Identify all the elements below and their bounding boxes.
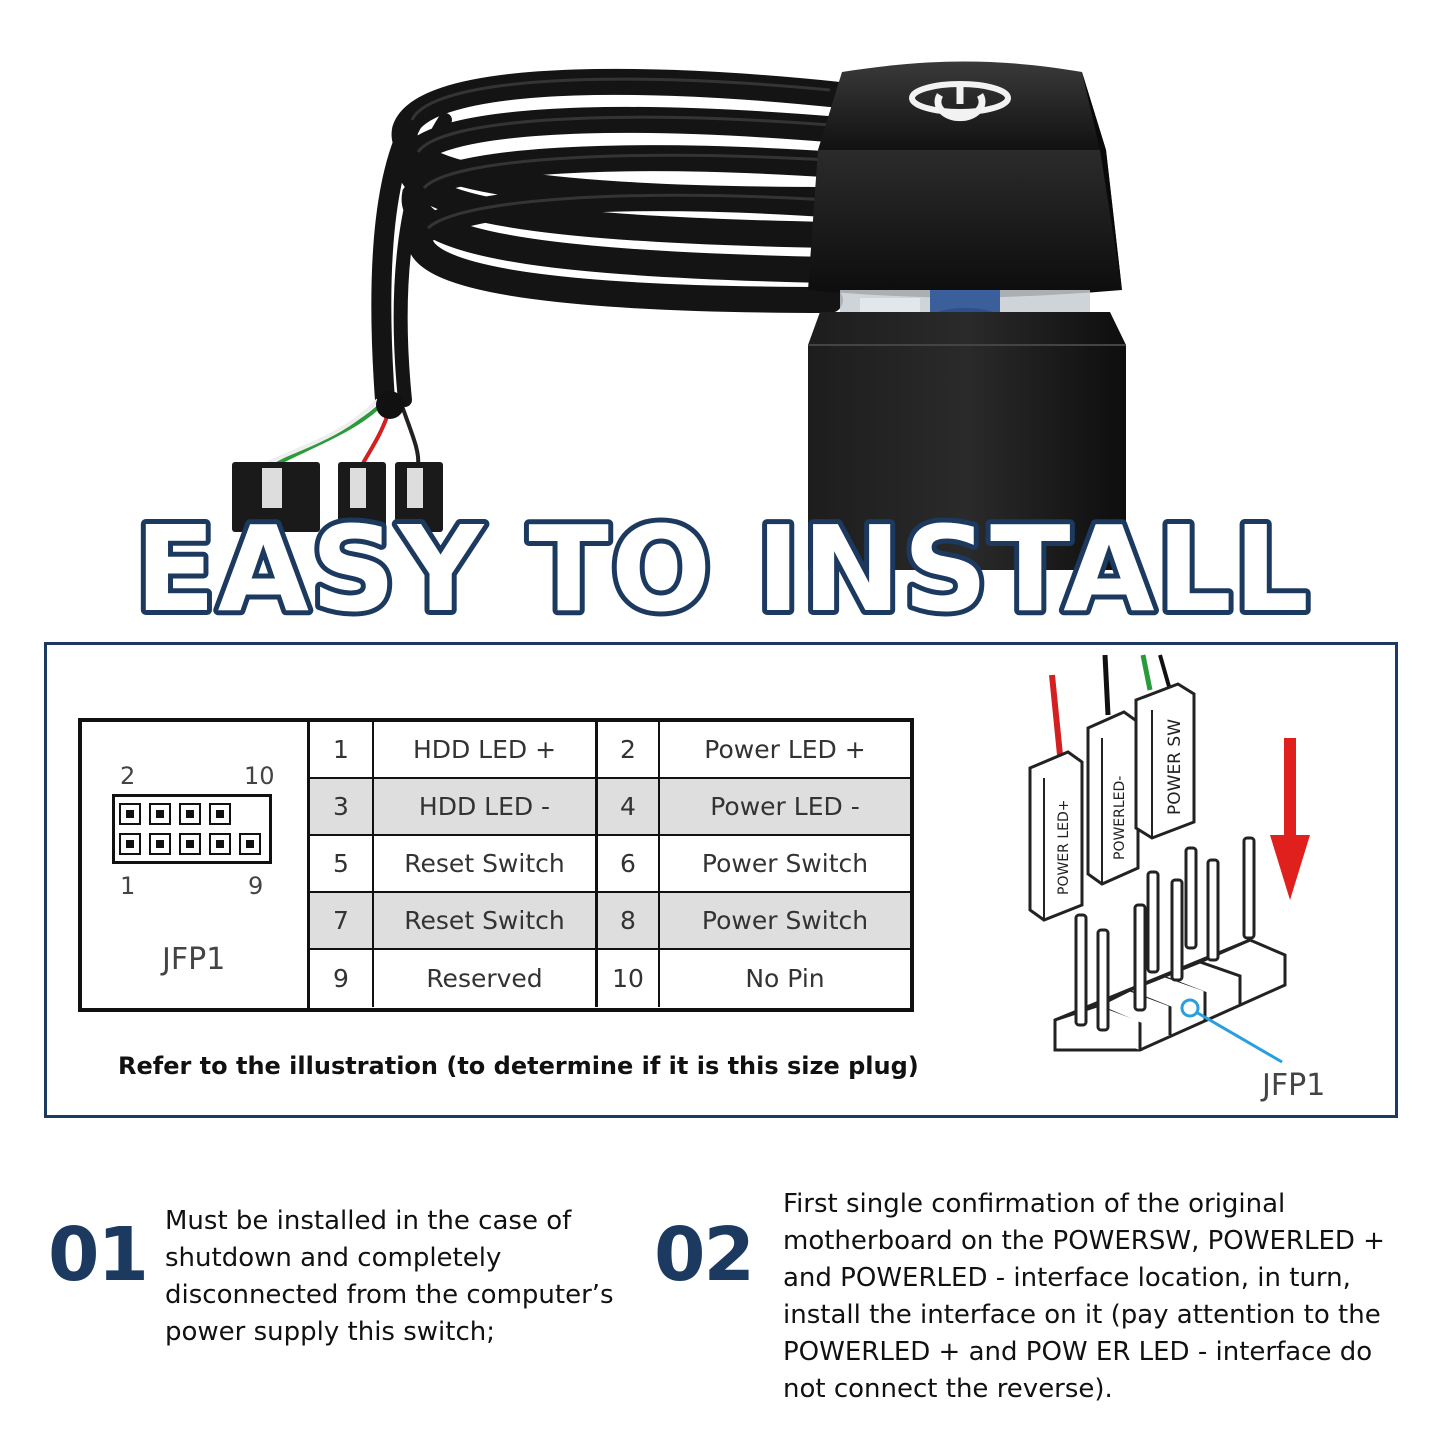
connector-name: JFP1 — [162, 942, 226, 977]
header-pins — [1074, 836, 1256, 1032]
product-photo — [232, 61, 1126, 570]
table-row: 3 HDD LED - 4 Power LED - — [310, 779, 910, 836]
plug-label: POWER SW — [1165, 719, 1185, 815]
pin-box — [149, 833, 171, 855]
pin-box — [179, 803, 201, 825]
plug-label: POWERLED- — [1112, 776, 1128, 860]
pin-function: Power LED + — [704, 735, 866, 764]
plug-power-sw: POWER SW — [1134, 682, 1196, 840]
pin-number: 9 — [310, 950, 374, 1007]
connector-plugs — [232, 462, 443, 532]
pin-number: 7 — [310, 893, 374, 948]
pin-label-top-left: 2 — [120, 762, 136, 790]
step-text: Must be installed in the case of shutdow… — [165, 1206, 614, 1347]
pin-label-top-right: 10 — [244, 762, 275, 790]
step-number: 01 — [48, 1212, 149, 1298]
pin-function: Reserved — [374, 950, 598, 1007]
table-row: 1 HDD LED + 2 Power LED + — [310, 722, 910, 779]
headline: EASY TO INSTALL — [130, 510, 1314, 640]
pin-box — [239, 833, 261, 855]
pin-function: Power Switch — [701, 849, 869, 878]
pin-install-illustration: POWER LED+ POWERLED- POWER SW JFP1 — [1028, 654, 1325, 1103]
pin-function: HDD LED + — [374, 722, 598, 777]
pin-function: Reset Switch — [374, 893, 598, 948]
headline-text: EASY TO INSTALL — [135, 510, 1311, 638]
pin-number: 5 — [310, 836, 374, 891]
pin-function: Power Switch — [701, 906, 869, 935]
header-label: JFP1 — [1260, 1068, 1325, 1103]
plug-power-led-minus: POWERLED- — [1086, 710, 1140, 886]
keycap — [808, 61, 1122, 298]
pin-box — [209, 833, 231, 855]
pin-number: 4 — [598, 779, 660, 834]
pin-box — [119, 833, 141, 855]
table-row: 9 Reserved 10 No Pin — [310, 950, 910, 1007]
illustration-caption: Refer to the illustration (to determine … — [118, 1052, 919, 1080]
pin-function: No Pin — [745, 964, 825, 993]
pin-header-grid — [112, 794, 272, 864]
table-row: 7 Reset Switch 8 Power Switch — [310, 893, 910, 950]
pin-function: Reset Switch — [374, 836, 598, 891]
pin-number: 3 — [310, 779, 374, 834]
pin-number: 8 — [598, 893, 660, 948]
pin-number: 10 — [598, 950, 660, 1007]
connector-cell: 2 10 1 9 JFP1 — [82, 722, 310, 1008]
pin-table: 2 10 1 9 JFP1 1 HDD LED + 2 Power LED + … — [78, 718, 914, 1012]
pin-box — [209, 803, 231, 825]
pin-number: 1 — [310, 722, 374, 777]
pin-box — [179, 833, 201, 855]
switch-base — [808, 312, 1126, 570]
pin-rows: 1 HDD LED + 2 Power LED + 3 HDD LED - 4 … — [310, 722, 910, 1008]
insert-arrow-icon — [1270, 738, 1310, 900]
step-text: First single confirmation of the origina… — [783, 1189, 1385, 1404]
pin-function: HDD LED - — [374, 779, 598, 834]
pin-box — [149, 803, 171, 825]
pin-label-bottom-right: 9 — [248, 872, 264, 900]
pin-number: 6 — [598, 836, 660, 891]
power-icon — [934, 84, 986, 122]
pin-number: 2 — [598, 722, 660, 777]
pin-header — [1053, 938, 1287, 1052]
pin-box — [119, 803, 141, 825]
pin-function: Power LED - — [710, 792, 860, 821]
plug-label: POWER LED+ — [1056, 800, 1072, 895]
table-row: 5 Reset Switch 6 Power Switch — [310, 836, 910, 893]
plug-power-led-plus: POWER LED+ — [1028, 750, 1084, 922]
pin-label-bottom-left: 1 — [120, 872, 136, 900]
coiled-cable — [371, 68, 853, 410]
step-number: 02 — [654, 1212, 755, 1298]
